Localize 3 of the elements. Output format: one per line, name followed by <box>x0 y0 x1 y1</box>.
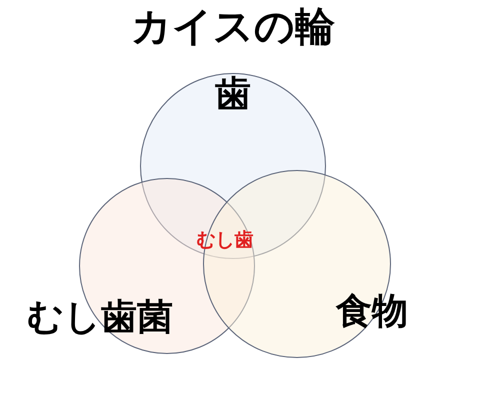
circle-label: 歯 <box>215 75 251 115</box>
circle-label: むし歯菌 <box>27 298 173 338</box>
title: カイスの輪 <box>130 4 336 50</box>
